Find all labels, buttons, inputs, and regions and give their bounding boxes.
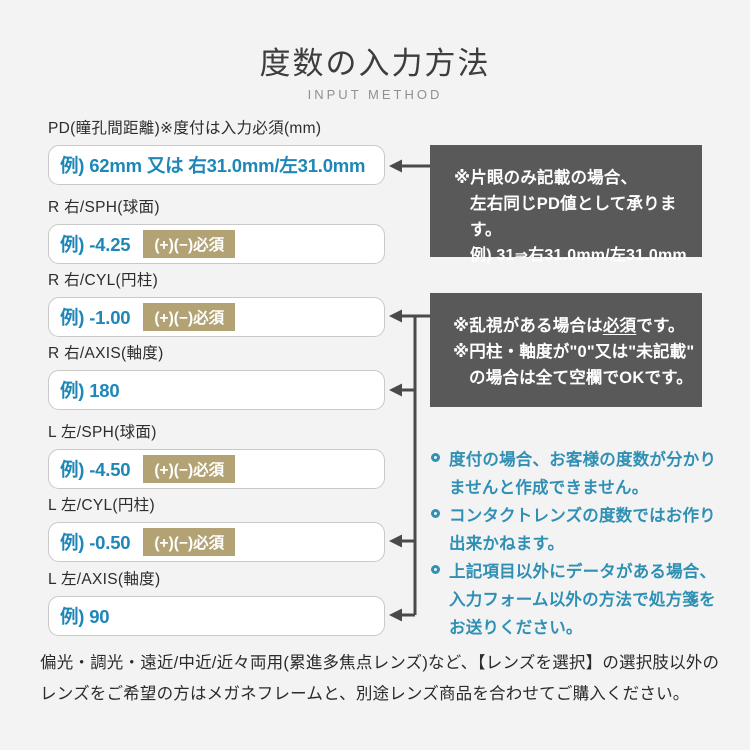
arrowhead [389, 534, 402, 548]
caution-text: コンタクトレンズの度数ではお作り出来かねます。 [449, 507, 716, 553]
example-input-l-cyl: 例) -0.50 (+)(−)必須 [48, 522, 385, 562]
note-line: ※乱視がある場合は必須です。 [453, 317, 685, 335]
required-underline: 必須 [602, 317, 637, 335]
caution-item: 上記項目以外にデータがある場合、入力フォーム以外の方法で処方箋をお送りください。 [431, 558, 725, 642]
example-input-r-sph: 例) -4.25 (+)(−)必須 [48, 224, 385, 264]
required-sign-badge: (+)(−)必須 [143, 303, 236, 331]
note-line: の場合は全て空欄でOKです。 [469, 369, 693, 387]
caution-list: 度付の場合、お客様の度数が分かりませんと作成できません。 コンタクトレンズの度数… [431, 446, 725, 642]
field-label: PD(瞳孔間距離)※度付は入力必須(mm) [48, 120, 322, 137]
field-group-l-cyl: L 左/CYL(円柱) 例) -0.50 (+)(−)必須 [48, 497, 385, 562]
example-input-r-cyl: 例) -1.00 (+)(−)必須 [48, 297, 385, 337]
field-label: L 左/SPH(球面) [48, 424, 157, 441]
example-value: 例) -4.50 [60, 459, 131, 480]
required-sign-badge: (+)(−)必須 [143, 230, 236, 258]
field-group-r-cyl: R 右/CYL(円柱) 例) -1.00 (+)(−)必須 [48, 272, 385, 337]
field-label: L 左/AXIS(軸度) [48, 571, 161, 588]
note-line: ※片眼のみ記載の場合、 [454, 169, 638, 187]
example-input-l-sph: 例) -4.50 (+)(−)必須 [48, 449, 385, 489]
caution-item: コンタクトレンズの度数ではお作り出来かねます。 [431, 502, 725, 558]
footer-note: 偏光・調光・遠近/中近/近々両用(累進多焦点レンズ)など、【レンズを選択】の選択… [40, 654, 720, 703]
page-title: 度数の入力方法 [259, 46, 491, 81]
example-input-pd: 例) 62mm 又は 右31.0mm/左31.0mm [48, 145, 385, 185]
bullet-circle-icon [431, 509, 440, 518]
field-label: R 右/AXIS(軸度) [48, 345, 164, 362]
field-group-l-sph: L 左/SPH(球面) 例) -4.50 (+)(−)必須 [48, 424, 385, 489]
field-label: L 左/CYL(円柱) [48, 497, 155, 514]
field-group-l-axis: L 左/AXIS(軸度) 例) 90 [48, 571, 385, 636]
field-label: R 右/SPH(球面) [48, 199, 160, 216]
arrowhead [389, 608, 402, 622]
field-group-pd: PD(瞳孔間距離)※度付は入力必須(mm) 例) 62mm 又は 右31.0mm… [48, 120, 385, 185]
field-group-r-sph: R 右/SPH(球面) 例) -4.25 (+)(−)必須 [48, 199, 385, 264]
note-line: ※円柱・軸度が"0"又は"未記載" [453, 343, 695, 361]
field-label: R 右/CYL(円柱) [48, 272, 159, 289]
arrowhead [389, 309, 402, 323]
caution-text: 上記項目以外にデータがある場合、入力フォーム以外の方法で処方箋をお送りください。 [449, 563, 717, 637]
arrowhead [389, 159, 402, 173]
pd-note-box: ※片眼のみ記載の場合、 左右同じPD値として承ります。 例) 31⇒右31.0m… [430, 145, 702, 264]
example-input-l-axis: 例) 90 [48, 596, 385, 636]
required-sign-badge: (+)(−)必須 [143, 528, 236, 556]
cyl-axis-note-box: ※乱視がある場合は必須です。 ※円柱・軸度が"0"又は"未記載" の場合は全て空… [430, 293, 702, 407]
example-input-r-axis: 例) 180 [48, 370, 385, 410]
note-line: 左右同じPD値として承ります。 [470, 195, 677, 239]
field-group-r-axis: R 右/AXIS(軸度) 例) 180 [48, 345, 385, 410]
bullet-circle-icon [431, 565, 440, 574]
arrowhead [389, 383, 402, 397]
note-line: 例) 31⇒右31.0mm/左31.0mm [470, 247, 687, 264]
example-value: 例) -0.50 [60, 532, 131, 553]
required-sign-badge: (+)(−)必須 [143, 455, 236, 483]
example-value: 例) -1.00 [60, 307, 131, 328]
example-value: 例) 90 [60, 606, 110, 627]
caution-item: 度付の場合、お客様の度数が分かりませんと作成できません。 [431, 446, 725, 502]
example-value: 例) 62mm 又は 右31.0mm/左31.0mm [60, 155, 366, 176]
example-value: 例) -4.25 [60, 234, 131, 255]
page-subtitle: INPUT METHOD [307, 87, 443, 102]
example-value: 例) 180 [60, 380, 120, 401]
caution-text: 度付の場合、お客様の度数が分かりませんと作成できません。 [449, 451, 717, 497]
bullet-circle-icon [431, 453, 440, 462]
